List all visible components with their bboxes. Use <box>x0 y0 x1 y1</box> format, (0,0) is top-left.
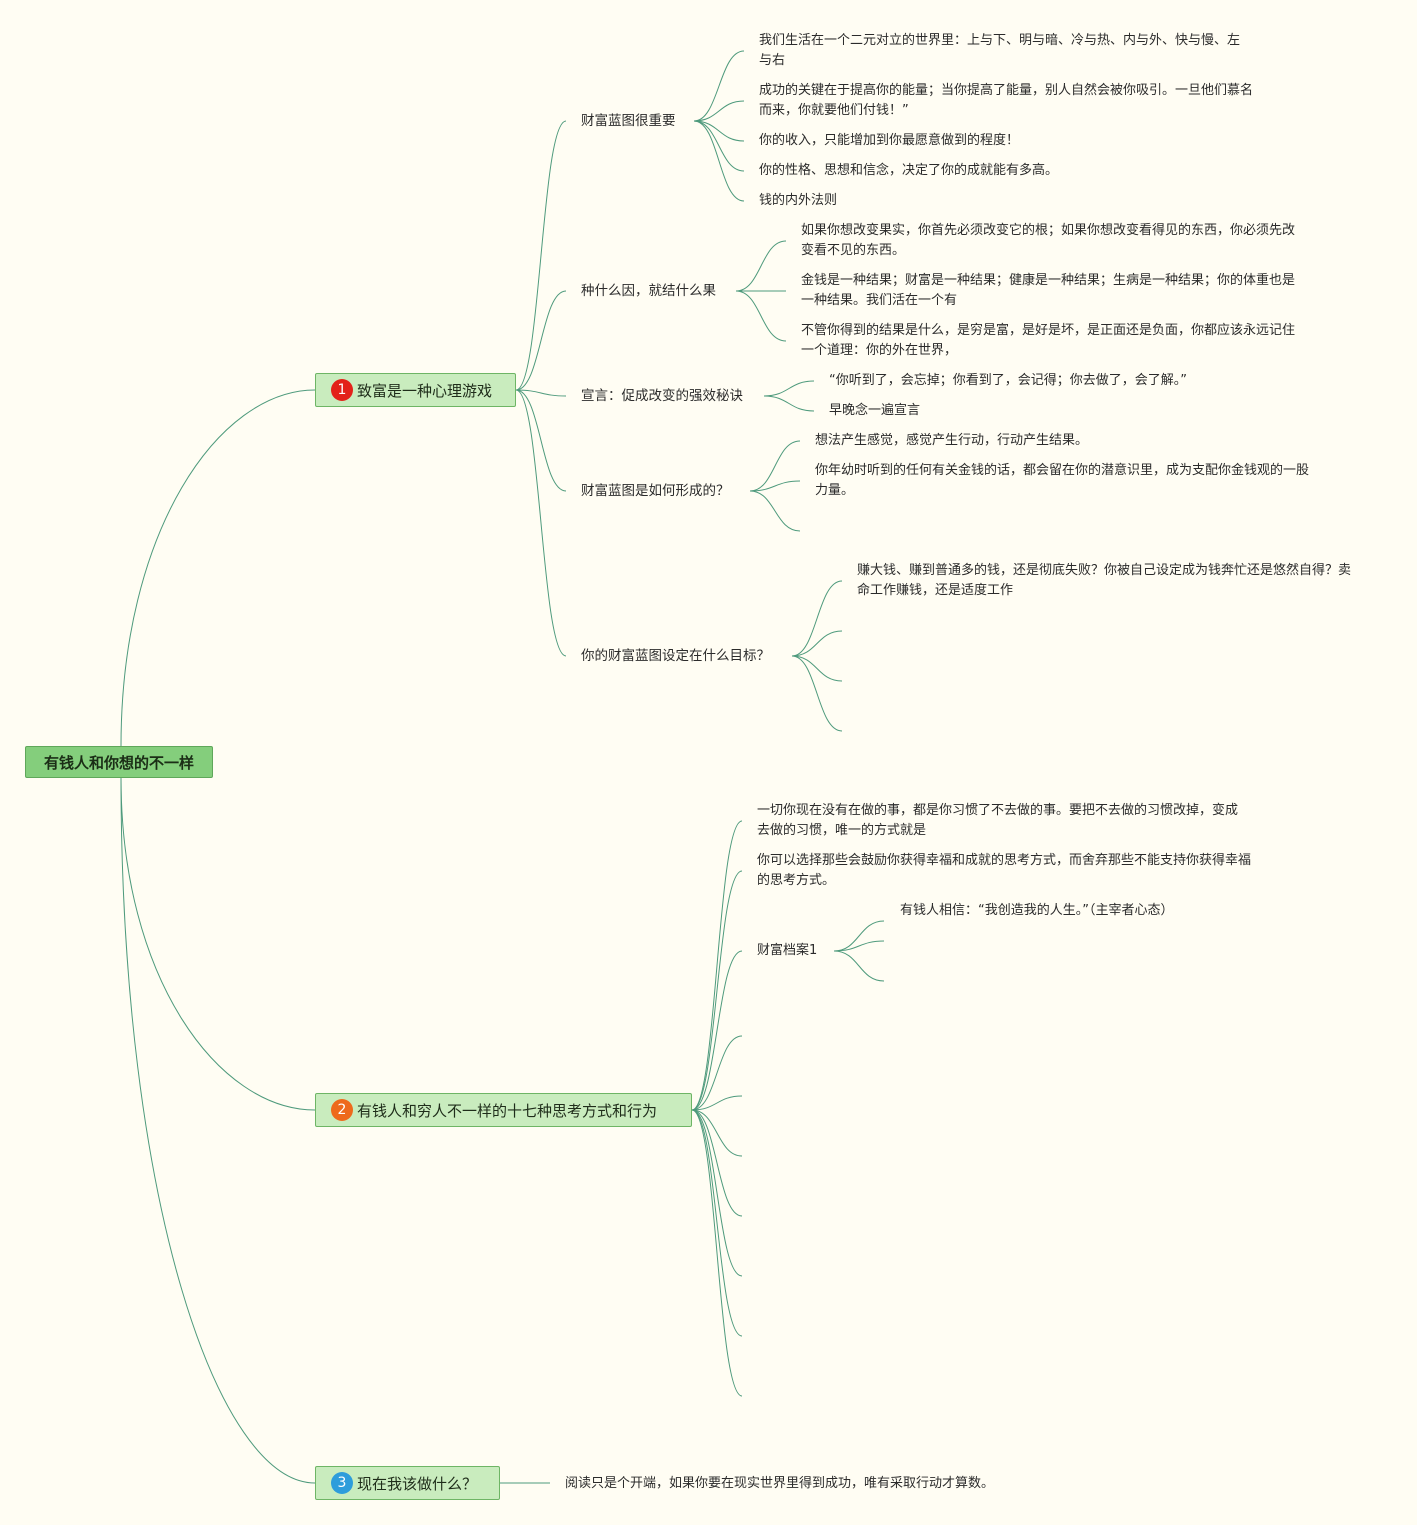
edge-b1c3-0 <box>749 440 801 492</box>
b2-item-1[interactable]: 你可以选择那些会鼓励你获得幸福和成就的思考方式，而舍弃那些不能支持你获得幸福的思… <box>757 853 1252 888</box>
edge-b2-1 <box>691 870 743 1111</box>
priority-1-icon: 1 <box>331 379 353 401</box>
b2-archive-item-0[interactable]: 有钱人相信：“我创造我的人生。”（主宰者心态） <box>900 903 1174 918</box>
b1-c2-item-1[interactable]: 早晚念一遍宣言 <box>829 403 921 418</box>
edge-b1-4 <box>515 389 567 657</box>
edge-b1c0-0 <box>693 50 745 122</box>
edge-b2-4 <box>691 1095 743 1111</box>
edge-b1c0-1 <box>693 100 745 122</box>
edge-root-b3 <box>120 777 316 1484</box>
branch-1-topic[interactable]: 1 致富是一种心理游戏 <box>315 373 516 407</box>
edge-b2-2 <box>691 950 743 1111</box>
edge-b2-8 <box>691 1109 743 1337</box>
b1-c1-item-0[interactable]: 如果你想改变果实，你首先必须改变它的根；如果你想改变看得见的东西，你必须先改变看… <box>801 223 1296 258</box>
branch-2-topic[interactable]: 2 有钱人和穷人不一样的十七种思考方式和行为 <box>315 1093 692 1127</box>
edge-b2-7 <box>691 1109 743 1277</box>
b1-c3-item-0[interactable]: 想法产生感觉，感觉产生行动，行动产生结果。 <box>815 433 1089 448</box>
edge-b1c1-0 <box>735 240 787 292</box>
branch-2-label: 有钱人和穷人不一样的十七种思考方式和行为 <box>357 1101 658 1120</box>
edge-b1c2-1 <box>763 395 815 412</box>
edge-b1c1-2 <box>735 290 787 342</box>
b3-item-0[interactable]: 阅读只是个开端，如果你要在现实世界里得到成功，唯有采取行动才算数。 <box>565 1476 995 1491</box>
root-topic[interactable]: 有钱人和你想的不一样 <box>25 746 213 778</box>
edge-b1-2 <box>515 389 567 397</box>
b2-item-0[interactable]: 一切你现在没有在做的事，都是你习惯了不去做的事。要把不去做的习惯改掉，变成去做的… <box>757 803 1239 838</box>
edge-b2-archive-0 <box>833 920 885 952</box>
b1-c0-item-0[interactable]: 我们生活在一个二元对立的世界里：上与下、明与暗、冷与热、内与外、快与慢、左与右 <box>759 33 1241 68</box>
b1-c3-item-1[interactable]: 你年幼时听到的任何有关金钱的话，都会留在你的潜意识里，成为支配你金钱观的一股力量… <box>815 463 1310 498</box>
edge-b1c0-3 <box>693 120 745 172</box>
edge-b1c4-2 <box>791 655 843 682</box>
b1-c0-item-2[interactable]: 你的收入，只能增加到你最愿意做到的程度！ <box>759 133 1020 148</box>
edge-b2-6 <box>691 1109 743 1217</box>
edge-b2-3 <box>691 1035 743 1111</box>
edge-b2-0 <box>691 820 743 1111</box>
branch-3-label: 现在我该做什么？ <box>357 1474 478 1493</box>
edge-b1-1 <box>515 290 567 391</box>
edge-b2-archive-1 <box>833 940 885 952</box>
edge-b1-0 <box>515 120 567 391</box>
branch-3-topic[interactable]: 3 现在我该做什么？ <box>315 1466 500 1500</box>
edge-b2-5 <box>691 1109 743 1157</box>
edge-root-b1 <box>120 389 316 747</box>
b1-c0-item-4[interactable]: 钱的内外法则 <box>759 193 838 208</box>
b1-topic-declaration[interactable]: 宣言：促成改变的强效秘诀 <box>581 388 743 404</box>
branch-1-label: 致富是一种心理游戏 <box>357 381 493 400</box>
priority-2-icon: 2 <box>331 1099 353 1121</box>
b1-c0-item-1[interactable]: 成功的关键在于提高你的能量；当你提高了能量，别人自然会被你吸引。一旦他们慕名而来… <box>759 83 1254 118</box>
b1-c2-item-0[interactable]: “你听到了，会忘掉；你看到了，会记得；你去做了，会了解。” <box>829 373 1187 388</box>
edge-root-b2 <box>120 777 316 1111</box>
b1-c1-item-1[interactable]: 金钱是一种结果；财富是一种结果；健康是一种结果；生病是一种结果；你的体重也是一种… <box>801 273 1296 308</box>
b1-topic-blueprint-target[interactable]: 你的财富蓝图设定在什么目标？ <box>581 648 770 664</box>
edge-b2-9 <box>691 1109 743 1397</box>
b1-c4-item-0[interactable]: 赚大钱、赚到普通多的钱，还是彻底失败？你被自己设定成为钱奔忙还是悠然自得？卖命工… <box>857 563 1352 598</box>
b1-topic-blueprint-formed[interactable]: 财富蓝图是如何形成的？ <box>581 483 730 499</box>
b1-topic-blueprint-important[interactable]: 财富蓝图很重要 <box>581 113 676 129</box>
edge-b1c2-0 <box>763 380 815 397</box>
edge-b1-3 <box>515 389 567 492</box>
b1-c1-item-2[interactable]: 不管你得到的结果是什么，是穷是富，是好是坏，是正面还是负面，你都应该永远记住一个… <box>801 323 1296 358</box>
edge-b1c4-0 <box>791 580 843 657</box>
edge-b2-archive-2 <box>833 950 885 982</box>
b2-topic-wealth-archive[interactable]: 财富档案1 <box>757 943 818 958</box>
edge-b1c4-1 <box>791 630 843 657</box>
edge-b1c4-3 <box>791 655 843 732</box>
b1-c0-item-3[interactable]: 你的性格、思想和信念，决定了你的成就能有多高。 <box>759 163 1059 178</box>
edge-b1c0-2 <box>693 120 745 142</box>
edge-b1c3-2 <box>749 490 801 532</box>
b1-topic-cause-effect[interactable]: 种什么因，就结什么果 <box>581 283 716 299</box>
edge-b1c3-1 <box>749 480 801 492</box>
priority-3-icon: 3 <box>331 1472 353 1494</box>
edge-b1c0-4 <box>693 120 745 202</box>
